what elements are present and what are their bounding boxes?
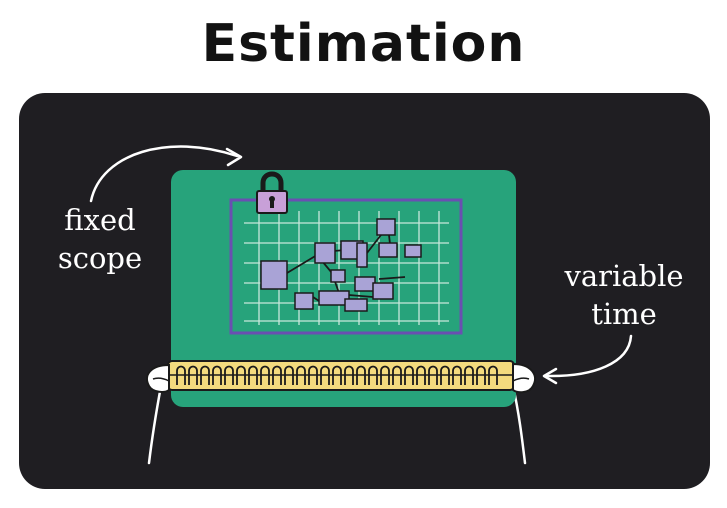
measuring-tape xyxy=(168,361,514,390)
illustration-panel: fixed scope variable time xyxy=(19,93,710,489)
right-hand-icon xyxy=(513,364,535,392)
estimation-illustration xyxy=(19,93,710,489)
left-hand-icon xyxy=(147,365,169,392)
page-title: Estimation xyxy=(0,18,727,70)
curved-arrow-icon xyxy=(544,336,631,383)
